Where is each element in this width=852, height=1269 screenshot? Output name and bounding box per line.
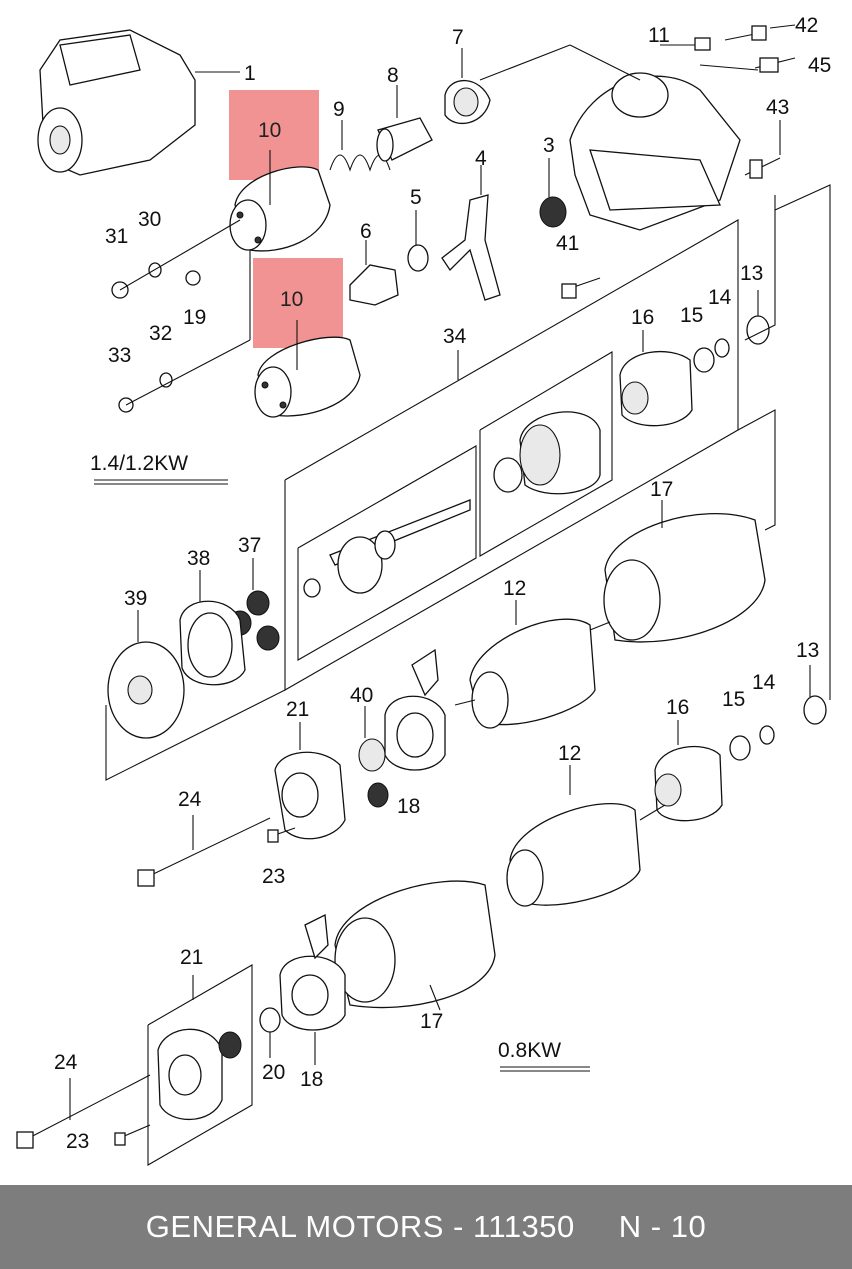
callout-38: 38 <box>187 547 210 570</box>
callout-23-upper: 23 <box>262 865 285 888</box>
callout-labels: 1 7 8 9 10 10 11 42 45 43 3 4 5 6 31 30 … <box>54 14 831 1153</box>
callout-41: 41 <box>556 232 579 255</box>
callout-21-lower: 21 <box>180 946 203 969</box>
callout-6: 6 <box>360 220 372 243</box>
part-contact-6 <box>349 240 399 306</box>
part-washer-5 <box>407 210 429 272</box>
part-number-footer: GENERAL MOTORS - 111350 N - 10 <box>0 1185 852 1269</box>
callout-34: 34 <box>443 325 467 348</box>
callout-32: 32 <box>149 322 172 345</box>
callout-15-upper: 15 <box>680 304 703 327</box>
callout-24-lower: 24 <box>54 1051 78 1074</box>
part-armature-upper <box>454 600 611 729</box>
callout-14-upper: 14 <box>708 286 732 309</box>
part-end-frame-upper <box>137 722 346 887</box>
part-nuts-washers <box>111 219 251 413</box>
callout-12-lower: 12 <box>558 742 581 765</box>
starter-exploded-diagram: 1.4/1.2KW <box>16 14 831 1166</box>
frame-planetary-gear-set <box>284 219 739 691</box>
rating-high-label: 1.4/1.2KW <box>90 452 228 485</box>
callout-16-upper: 16 <box>631 306 654 329</box>
callout-45: 45 <box>808 54 831 77</box>
part-brush-holder-lower <box>259 913 346 1065</box>
callout-5: 5 <box>410 186 422 209</box>
callout-4: 4 <box>475 147 487 170</box>
footer-page-ref: N - 10 <box>618 1209 707 1244</box>
callout-10-lower: 10 <box>280 288 303 311</box>
callout-1: 1 <box>244 62 256 85</box>
part-end-frame-lower <box>16 964 253 1166</box>
callout-13-upper: 13 <box>740 262 763 285</box>
footer-brand-part: GENERAL MOTORS - 111350 <box>145 1209 575 1244</box>
callout-37: 37 <box>238 534 261 557</box>
part-cover-plate <box>105 610 286 781</box>
part-overrunning-clutch-upper <box>619 195 776 427</box>
callout-20: 20 <box>262 1061 285 1084</box>
part-brush-holder-upper <box>358 648 446 808</box>
part-plunger <box>376 85 433 162</box>
part-overrunning-clutch-lower <box>654 184 831 822</box>
part-field-housing-lower <box>334 880 496 1011</box>
callout-10-upper: 10 <box>258 119 281 142</box>
part-bolt-41 <box>561 277 601 299</box>
part-armature-lower <box>506 765 666 907</box>
callout-43: 43 <box>766 96 789 119</box>
callout-24-upper: 24 <box>178 788 202 811</box>
part-starter-assembly <box>37 29 240 176</box>
callout-7: 7 <box>452 26 464 49</box>
part-field-housing-upper <box>603 409 776 643</box>
part-drive-housing <box>479 44 741 231</box>
callout-18-upper: 18 <box>397 795 420 818</box>
part-internal-gear-ring <box>179 570 246 686</box>
callout-42: 42 <box>795 14 818 37</box>
callout-12-upper: 12 <box>503 577 526 600</box>
part-solenoid-upper <box>229 90 331 252</box>
part-bolts-housing <box>660 24 796 179</box>
callout-23-lower: 23 <box>66 1130 89 1153</box>
callout-14-lower: 14 <box>752 671 776 694</box>
callout-31: 31 <box>105 225 128 248</box>
rating-low: 0.8KW <box>498 1039 561 1062</box>
callout-3: 3 <box>543 134 555 157</box>
callout-18-lower: 18 <box>300 1068 323 1091</box>
callout-9: 9 <box>333 98 345 121</box>
callout-33: 33 <box>108 344 131 367</box>
callout-11: 11 <box>648 24 670 47</box>
part-solenoid-lower <box>253 258 361 418</box>
callout-15-lower: 15 <box>722 688 745 711</box>
callout-40: 40 <box>350 684 373 707</box>
callout-8: 8 <box>387 64 399 87</box>
callout-30: 30 <box>138 208 161 231</box>
callout-21-upper: 21 <box>286 698 309 721</box>
callout-17-upper: 17 <box>650 478 673 501</box>
part-fork <box>441 165 501 301</box>
callout-17-lower: 17 <box>420 1010 443 1033</box>
callout-19: 19 <box>183 306 206 329</box>
callout-16-lower: 16 <box>666 696 689 719</box>
callout-39: 39 <box>124 587 147 610</box>
rating-low-label: 0.8KW <box>498 1039 590 1072</box>
rating-high: 1.4/1.2KW <box>90 452 188 475</box>
part-gasket <box>444 48 491 124</box>
part-pinion-3 <box>539 158 567 228</box>
callout-13-lower: 13 <box>796 639 819 662</box>
